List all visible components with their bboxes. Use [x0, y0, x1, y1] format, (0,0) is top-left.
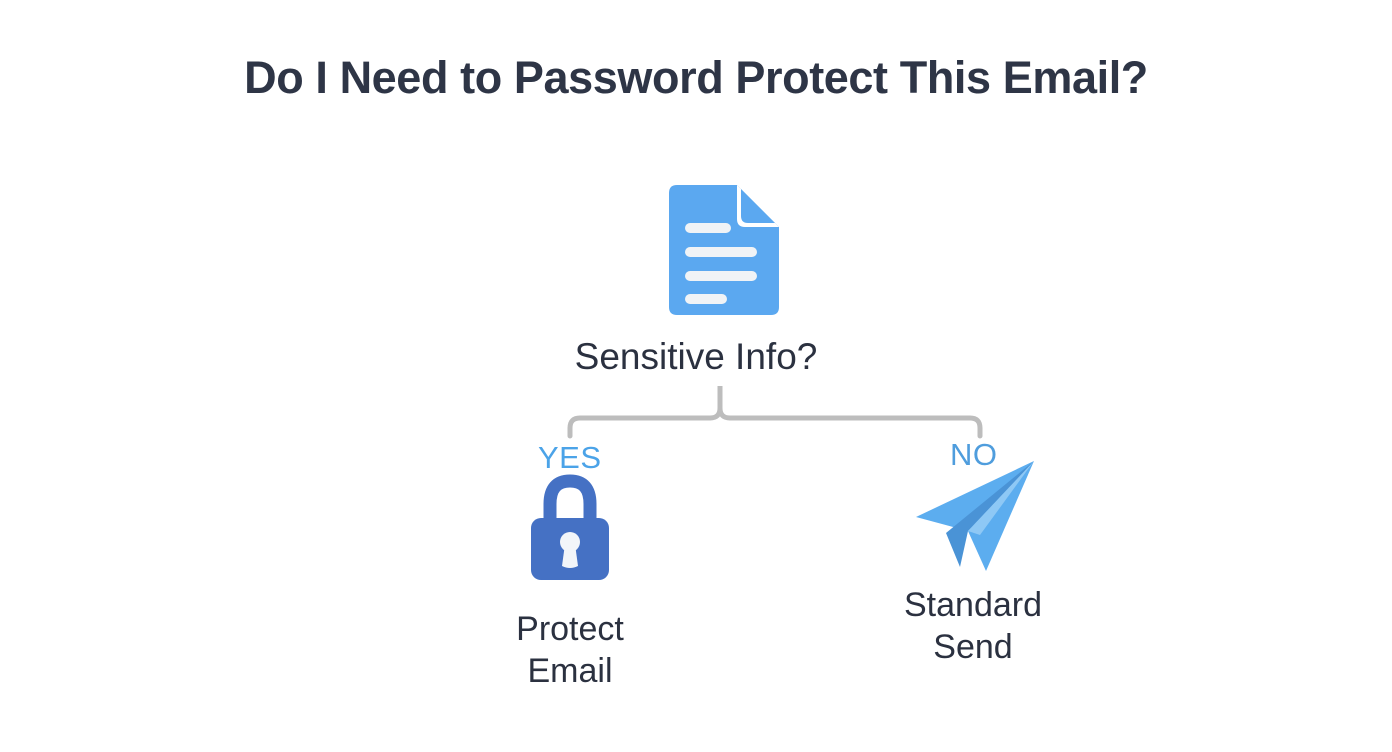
leaf-caption-protect-email: Protect Email [430, 608, 710, 692]
branch-connector [545, 383, 1005, 442]
lock-icon [527, 474, 613, 584]
leaf-caption-line: Send [933, 628, 1013, 666]
document-icon [659, 183, 781, 317]
paper-plane-icon [908, 455, 1040, 577]
root-node-label: Sensitive Info? [574, 336, 818, 377]
branch-tag-yes: YES [538, 440, 602, 475]
leaf-caption-line: Protect [516, 610, 624, 648]
leaf-caption-line: Email [527, 652, 613, 690]
page-title: Do I Need to Password Protect This Email… [244, 52, 1148, 103]
leaf-caption-line: Standard [904, 586, 1042, 624]
branch-tag-no: NO [950, 437, 998, 472]
leaf-caption-standard-send: Standard Send [833, 584, 1113, 668]
